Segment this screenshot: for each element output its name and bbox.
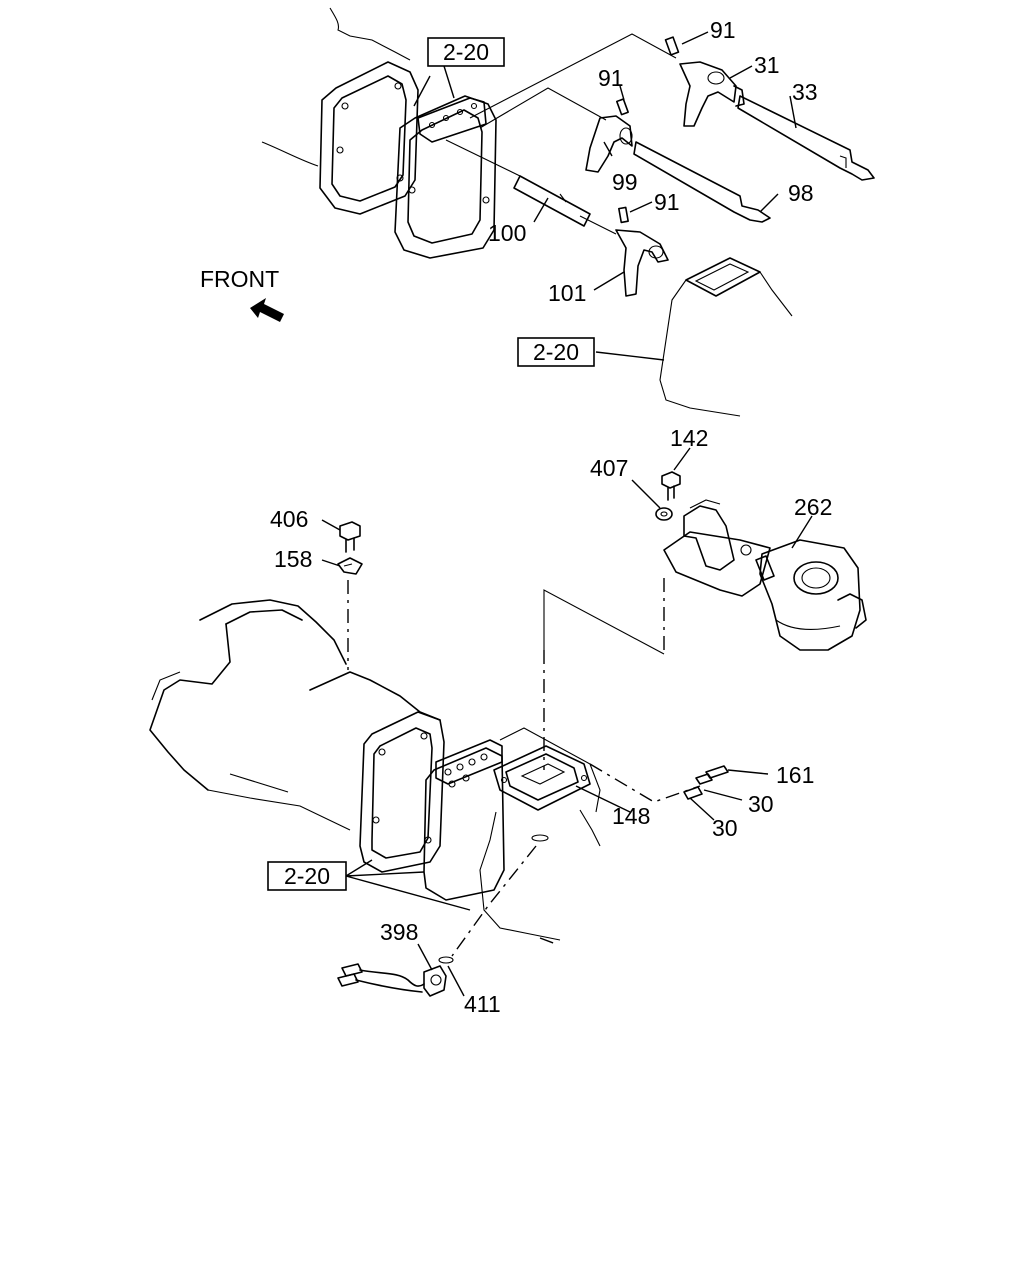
front-arrow (250, 298, 284, 322)
bolt-406 (339, 521, 361, 553)
lower-cover-plate (423, 739, 505, 901)
upper-housing-outline (261, 7, 411, 167)
clip-158 (337, 557, 363, 575)
ref-box-2[interactable]: 2-20 (517, 337, 595, 367)
callout-406: 406 (270, 506, 308, 532)
callout-158: 158 (274, 546, 312, 572)
callout-91-top: 91 (710, 17, 736, 43)
callout-99: 99 (612, 169, 638, 195)
lower-housing-outline (479, 727, 601, 941)
front-cover-plate (394, 95, 497, 259)
shift-fork-rail-lines (445, 33, 677, 235)
svg-text:2-20: 2-20 (443, 39, 489, 65)
shift-fork-101 (615, 229, 669, 297)
right-housing-outline (659, 257, 793, 417)
shift-tower-262 (663, 499, 867, 651)
bolt-142 (661, 471, 681, 501)
pin-161 (695, 765, 729, 785)
callout-161: 161 (776, 762, 814, 788)
callout-91-mid: 91 (598, 65, 624, 91)
shift-fork-99 (585, 115, 633, 173)
callout-411: 411 (464, 991, 501, 1017)
shift-fork-31 (679, 61, 745, 127)
washer-407 (655, 507, 673, 521)
callout-142: 142 (670, 425, 708, 451)
callout-30-lower: 30 (712, 815, 738, 841)
switch-398 (337, 963, 447, 997)
ref-box-1[interactable]: 2-20 (427, 37, 505, 67)
callout-101: 101 (548, 280, 586, 306)
callout-407: 407 (590, 455, 628, 481)
upper-leaders (413, 31, 797, 361)
callout-91-low: 91 (654, 189, 680, 215)
front-label: FRONT (200, 266, 279, 292)
lower-leaders (321, 447, 813, 997)
lower-dash-lines (347, 578, 701, 957)
lower-gasket (359, 711, 445, 873)
spring-pins-91 (615, 36, 680, 224)
svg-text:2-20: 2-20 (284, 863, 330, 889)
ref-box-3[interactable]: 2-20 (267, 861, 347, 891)
callout-33: 33 (792, 79, 818, 105)
shift-rail-98 (633, 141, 771, 223)
callout-100: 100 (488, 220, 526, 246)
rear-gasket (319, 61, 419, 215)
shift-rail-100 (513, 175, 591, 227)
pins-30 (683, 786, 703, 800)
transmission-case (149, 599, 441, 831)
svg-text:2-20: 2-20 (533, 339, 579, 365)
callout-262: 262 (794, 494, 832, 520)
shift-rail-33 (737, 95, 875, 181)
callout-398: 398 (380, 919, 418, 945)
callout-98: 98 (788, 180, 814, 206)
gasket-148 (493, 745, 591, 811)
callout-148: 148 (612, 803, 650, 829)
callout-30-upper: 30 (748, 791, 774, 817)
callout-31: 31 (754, 52, 780, 78)
o-rings (438, 834, 549, 964)
